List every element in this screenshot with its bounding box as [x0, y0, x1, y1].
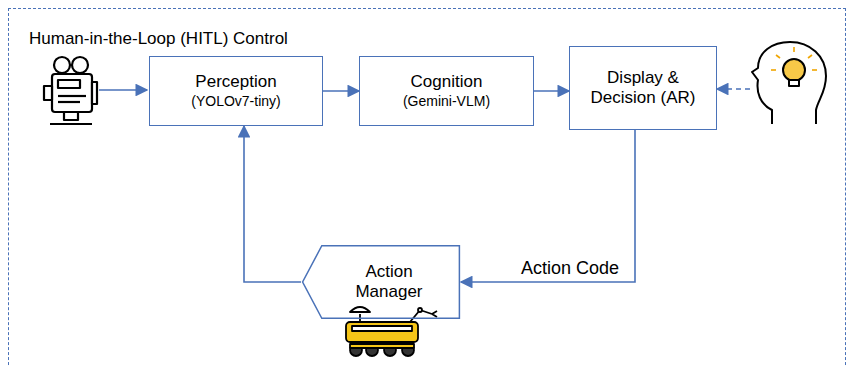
hitl-control-region: Human-in-the-Loop (HITL) ControlPercepti…: [8, 8, 846, 366]
input-arrow: [99, 89, 147, 91]
action-manager-pentagon: Action Manager: [301, 245, 461, 319]
flow-arrow: [244, 126, 301, 282]
display-decision-box: Display & Decision (AR): [569, 46, 717, 130]
box-label: Cognition: [411, 72, 483, 92]
box-label: Perception: [195, 72, 276, 92]
edge-label: Action Code: [519, 258, 621, 279]
rover-icon: [346, 307, 437, 356]
human-head-icon: [752, 42, 826, 124]
camera-icon: [44, 57, 97, 124]
perception-box: Perception(YOLOv7-tiny): [149, 56, 323, 126]
human-input-arrow: [717, 88, 750, 90]
flow-arrow: [323, 90, 359, 92]
box-sublabel: (YOLOv7-tiny): [191, 93, 280, 110]
region-title: Human-in-the-Loop (HITL) Control: [29, 29, 288, 49]
cognition-box: Cognition(Gemini-VLM): [359, 56, 534, 126]
box-label: Action Manager: [344, 262, 434, 303]
box-sublabel: (Gemini-VLM): [403, 93, 490, 110]
flow-arrow: [534, 90, 569, 92]
box-label: Display & Decision (AR): [589, 68, 697, 109]
flow-arrow: [461, 130, 635, 282]
